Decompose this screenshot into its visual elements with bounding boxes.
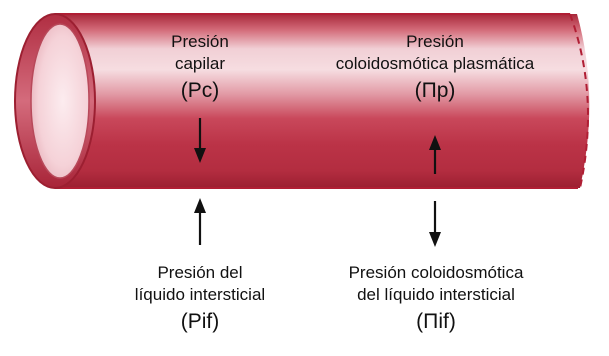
label-presion-capilar: Presión capilar (Pc): [140, 31, 260, 104]
label-pc-line-2: capilar: [174, 54, 226, 73]
label-pip-symbol: (Πp): [414, 79, 456, 102]
label-presion-coloidosmotica-plasmatica: Presión coloidosmótica plasmática (Πp): [300, 31, 570, 104]
label-piif-line-1: Presión coloidosmótica: [348, 263, 524, 282]
label-pc-line-1: Presión: [171, 32, 229, 51]
label-piif-line-2: del líquido intersticial: [357, 285, 515, 304]
arrow-pc-down: [194, 118, 206, 163]
capillary-lumen: [30, 23, 90, 179]
label-presion-liquido-intersticial: Presión del líquido intersticial (Pif): [115, 262, 285, 335]
arrow-piif-down: [429, 201, 441, 247]
capillary-wall: [55, 14, 590, 188]
label-pc-symbol: (Pc): [180, 79, 220, 102]
label-pip-line-2: coloidosmótica plasmática: [335, 54, 535, 73]
label-presion-coloidosmotica-intersticial: Presión coloidosmótica del líquido inter…: [318, 262, 554, 335]
arrow-pip-up: [429, 135, 441, 174]
label-pip-line-1: Presión: [406, 32, 464, 51]
label-piif-symbol: (Πif): [416, 310, 456, 333]
capillary-far-end: [569, 13, 589, 189]
label-pif-line-1: Presión del: [157, 263, 243, 282]
arrow-pif-up: [194, 198, 206, 245]
label-pif-line-2: líquido intersticial: [134, 285, 266, 304]
label-pif-symbol: (Pif): [180, 310, 220, 333]
